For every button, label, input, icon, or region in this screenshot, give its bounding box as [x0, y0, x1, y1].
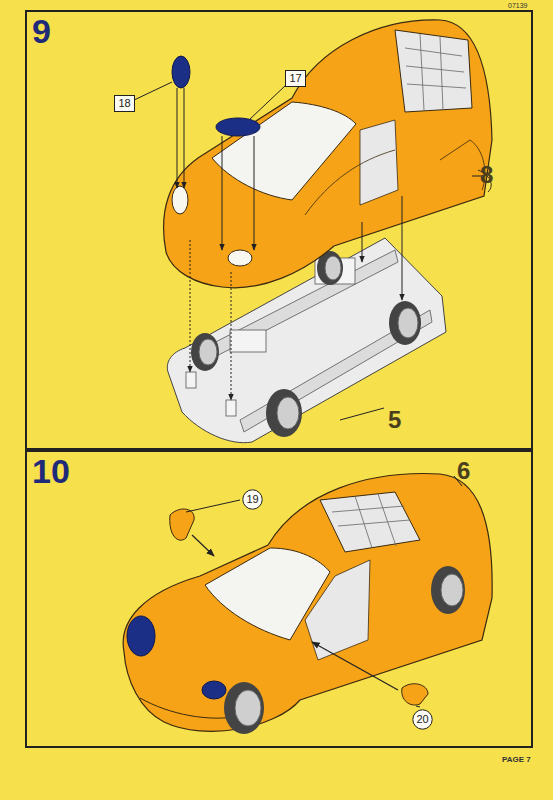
circle-outline [243, 490, 262, 509]
side-window [360, 120, 398, 205]
mirror-part [402, 684, 428, 705]
callout-number: 17 [289, 73, 301, 84]
assembly-arrow [184, 88, 185, 188]
body-line [305, 140, 485, 215]
assembly-arrow [190, 240, 191, 372]
assembled-car [123, 474, 492, 734]
callout-circle: 20 [412, 709, 433, 730]
headlight-part [172, 56, 190, 88]
rim [398, 308, 418, 338]
chassis-post [186, 372, 196, 388]
assembly-arrow [177, 88, 178, 188]
assembly-arrow [312, 642, 398, 690]
callout-box: 18 [114, 95, 135, 112]
circle-outline [413, 710, 432, 729]
part-number: 8 [480, 163, 493, 187]
engine-detail [332, 494, 410, 548]
wheel [191, 333, 219, 371]
car-body [123, 474, 492, 732]
rim [277, 397, 299, 429]
document-number: 07139 [508, 2, 527, 9]
headlight-socket [172, 186, 188, 214]
step-number: 9 [32, 14, 51, 48]
chassis-post [226, 400, 236, 416]
headlight [202, 681, 226, 699]
mirrors [170, 500, 428, 707]
car-body [164, 20, 492, 288]
wheel [389, 301, 421, 345]
step-panel: 9 18 17 [25, 10, 533, 450]
body-shell [164, 20, 492, 288]
part-number: 5 [388, 408, 401, 432]
assembly-arrow [231, 272, 232, 400]
rim [441, 574, 463, 606]
leader-line [416, 706, 420, 707]
rim [199, 339, 217, 365]
leader-line [132, 82, 172, 101]
callout-number: 18 [118, 98, 130, 109]
leader-line [340, 408, 384, 420]
step-number: 10 [32, 454, 70, 488]
headlight-parts [132, 56, 402, 400]
callout-number: 20 [416, 714, 428, 725]
assembly-arrow [192, 535, 214, 556]
assembly-arrow [402, 196, 403, 300]
wheel [224, 682, 264, 734]
rim [235, 690, 261, 726]
wheel [266, 389, 302, 437]
mirror-part [170, 509, 194, 540]
headlight-part [216, 118, 260, 136]
rim [325, 256, 341, 280]
engine-cover [320, 492, 420, 552]
wheel [431, 566, 465, 614]
windshield [212, 102, 356, 200]
callout-box: 17 [285, 70, 306, 87]
part-number: 6 [457, 459, 470, 483]
callout-circle: 19 [242, 489, 263, 510]
engine-cover [395, 30, 472, 112]
callout-number: 19 [246, 494, 258, 505]
side-window [305, 560, 370, 660]
headlight-socket [228, 250, 252, 266]
leader-line [250, 85, 286, 119]
page-number: PAGE 7 [502, 756, 531, 764]
assembly-arrow [362, 222, 363, 262]
engine-detail [405, 34, 466, 110]
headlight [127, 616, 155, 656]
assembly-arrow [254, 136, 255, 250]
chassis-block [230, 330, 266, 352]
assembly-arrow [222, 136, 223, 250]
leader-line [186, 500, 240, 512]
step-panel: 10 19 20 [25, 450, 533, 748]
